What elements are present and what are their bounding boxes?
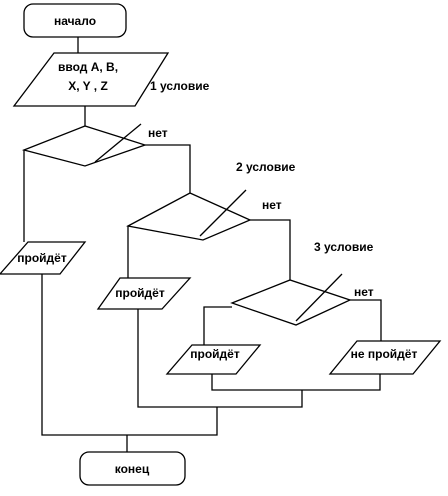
output-1-label: пройдёт (17, 251, 67, 265)
condition-3-slash (295, 273, 343, 322)
condition-3-node (230, 279, 352, 326)
output-3-label: пройдёт (190, 347, 240, 361)
end-label: конец (115, 462, 150, 476)
merge-cond1-line (41, 274, 218, 436)
output-1-node (0, 241, 87, 275)
condition-1-no-label: нет (148, 126, 168, 140)
merge-cond2-line (137, 309, 303, 408)
output-4-label: не пройдёт (351, 347, 418, 361)
input-line-2: X, Y , Z (68, 79, 108, 93)
condition-1-label: 1 условие (150, 79, 210, 93)
condition-1-slash (94, 123, 142, 163)
cond3-yes-line (203, 306, 232, 345)
input-line-1: ввод A, B, (58, 60, 118, 74)
condition-3-label: 3 условие (314, 240, 374, 254)
condition-2-label: 2 условие (236, 160, 296, 174)
cond3-no-line (350, 299, 382, 341)
output-2-node (96, 277, 192, 310)
condition-2-node (126, 192, 252, 241)
cond2-no-line (250, 219, 291, 280)
cond1-no-line (145, 144, 191, 193)
start-label: начало (54, 14, 96, 28)
input-node (12, 52, 170, 107)
condition-2-slash (199, 189, 247, 237)
output-4-node (328, 340, 442, 375)
condition-1-node (21, 125, 148, 167)
condition-2-no-label: нет (262, 198, 282, 212)
output-2-label: пройдёт (115, 286, 165, 300)
condition-3-no-label: нет (354, 285, 374, 299)
start-node (23, 3, 127, 38)
merge-cond3-line (211, 374, 381, 391)
end-node (79, 451, 186, 486)
output-3-node (165, 344, 262, 375)
